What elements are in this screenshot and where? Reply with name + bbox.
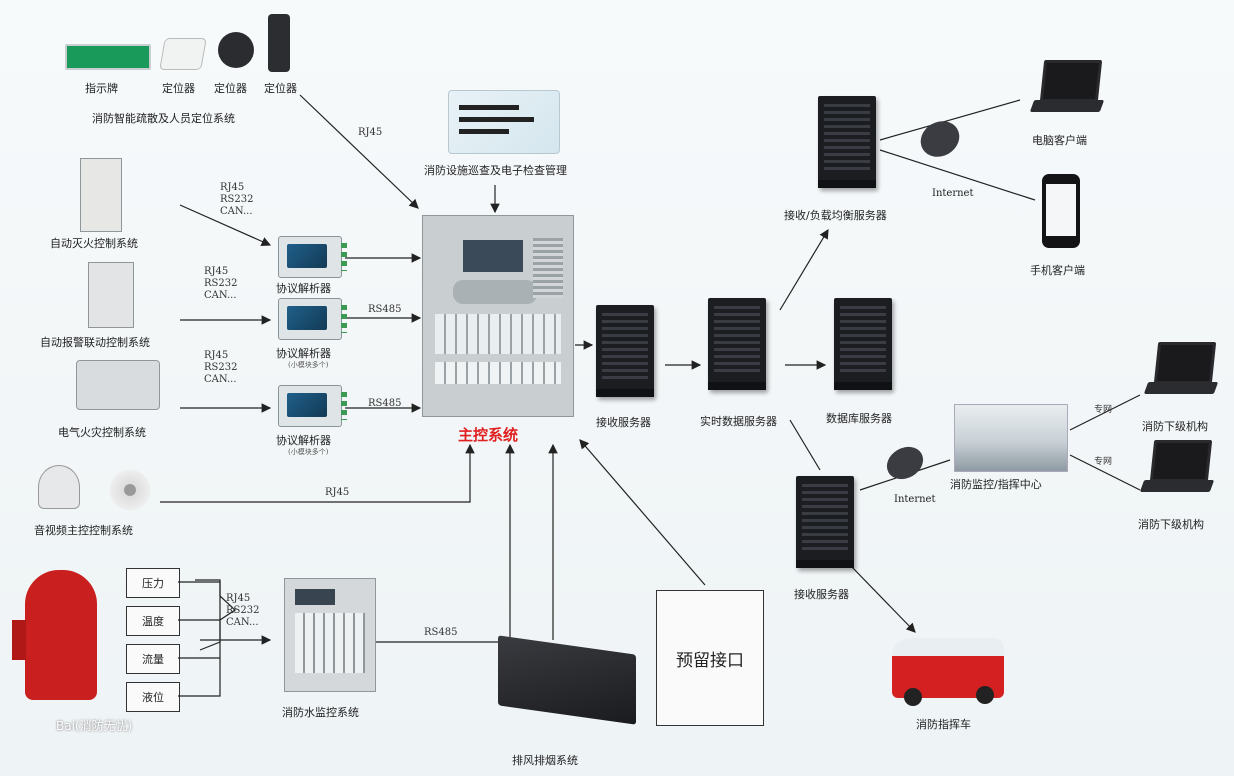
sensor-box-flow: 流量 <box>126 644 180 674</box>
dispatch-center-label: 消防监控/指挥中心 <box>950 478 1042 491</box>
indicator-label: 指示牌 <box>85 82 118 95</box>
lower-org-label-2: 消防下级机构 <box>1138 518 1204 531</box>
load-balance-server <box>818 96 876 188</box>
mobile-client-phone <box>1042 174 1080 248</box>
db-server-label: 数据库服务器 <box>826 412 892 425</box>
inspection-card <box>448 90 560 154</box>
database-server <box>834 298 892 390</box>
line-center-to-org1 <box>1069 394 1141 431</box>
protocol-rs485-1: RS485 <box>368 304 402 315</box>
parser-label-1: 协议解析器 <box>276 282 331 295</box>
auto-extinguish-panel <box>80 158 122 232</box>
protocol-group-water: RJ45 RS232 CAN... <box>226 593 260 628</box>
parser-sub-3: (小模块多个) <box>288 448 329 456</box>
fire-water-tank <box>25 570 97 700</box>
video-system-label: 音视频主控控制系统 <box>34 524 133 537</box>
watermark-text: Bai(消防无忧) <box>56 719 133 733</box>
reserved-interface-box: 预留接口 <box>656 590 764 726</box>
pc-client-label: 电脑客户端 <box>1032 134 1087 147</box>
receive-server-2-label: 接收服务器 <box>794 588 849 601</box>
parser-label-2: 协议解析器 <box>276 347 331 360</box>
vehicle-wheel-rear <box>976 686 994 704</box>
parser-label-3: 协议解析器 <box>276 434 331 447</box>
locator-label-2: 定位器 <box>214 82 247 95</box>
sensor-box-pressure: 压力 <box>126 568 180 598</box>
auto-alarm-label: 自动报警联动控制系统 <box>40 336 150 349</box>
indicator-sign <box>65 44 151 70</box>
line-evac-to-main <box>299 94 419 209</box>
locator-label-1: 定位器 <box>162 82 195 95</box>
command-vehicle-label: 消防指挥车 <box>916 718 971 731</box>
pc-client-laptop <box>1029 60 1105 116</box>
realtime-server-label: 实时数据服务器 <box>700 415 777 428</box>
electric-fire-panel <box>76 360 160 410</box>
protocol-group-2: RJ45 RS232 CAN... <box>204 266 238 301</box>
facility-mgmt-label: 消防设施巡查及电子检查管理 <box>424 164 567 177</box>
mobile-client-label: 手机客户端 <box>1030 264 1085 277</box>
protocol-group-1: RJ45 RS232 CAN... <box>220 182 254 217</box>
tank-pipe <box>12 620 26 660</box>
sensor-box-level: 液位 <box>126 682 180 712</box>
line-lb-to-phone <box>879 149 1036 201</box>
sensor-box-temperature: 温度 <box>126 606 180 636</box>
protocol-rj45-top: RJ45 <box>358 127 383 138</box>
line-auto-ext-to-parser <box>179 204 272 246</box>
protocol-wan-2: 专网 <box>1094 457 1113 467</box>
satellite-dish-2 <box>881 440 929 486</box>
protocol-rs485-2: RS485 <box>368 398 402 409</box>
receive-server-2 <box>796 476 854 568</box>
smoke-exhaust-label: 排风排烟系统 <box>512 754 578 767</box>
line-video-to-main <box>160 443 475 503</box>
protocol-parser-1 <box>278 236 347 278</box>
protocol-rj45-video: RJ45 <box>325 487 350 498</box>
protocol-parser-3 <box>278 385 347 427</box>
line-recv2-to-vehicle <box>849 564 916 633</box>
protocol-wan-1: 专网 <box>1094 405 1113 415</box>
lower-org-laptop-2 <box>1139 440 1215 496</box>
auto-alarm-panel <box>88 262 134 328</box>
protocol-group-3: RJ45 RS232 CAN... <box>204 350 238 385</box>
locator-label-3: 定位器 <box>264 82 297 95</box>
locator-radio <box>268 14 290 72</box>
line-lb-to-pc <box>879 99 1021 141</box>
main-control-title: 主控系统 <box>458 426 519 444</box>
internet-label-2: Internet <box>894 494 936 505</box>
electric-fire-label: 电气火灾控制系统 <box>58 426 146 439</box>
receive-server-1-label: 接收服务器 <box>596 416 651 429</box>
locator-watch <box>218 32 254 68</box>
lower-org-laptop-1 <box>1143 342 1219 398</box>
evac-system-label: 消防智能疏散及人员定位系统 <box>92 112 235 125</box>
line-center-to-org2 <box>1069 454 1141 491</box>
camera-icon <box>38 465 80 509</box>
dispatch-center-photo <box>954 404 1068 472</box>
main-control-cabinet <box>422 215 574 417</box>
vehicle-wheel-front <box>904 688 922 706</box>
line-reserved-to-main <box>579 439 706 586</box>
speaker-icon <box>110 470 150 510</box>
protocol-rs485-water: RS485 <box>424 627 458 638</box>
water-monitor-label: 消防水监控系统 <box>282 706 359 719</box>
lower-org-label-1: 消防下级机构 <box>1142 420 1208 433</box>
receive-server-1 <box>596 305 654 397</box>
parser-sub-2: (小模块多个) <box>288 361 329 369</box>
realtime-data-server <box>708 298 766 390</box>
water-monitor-panel <box>284 578 376 692</box>
protocol-parser-2 <box>278 298 347 340</box>
lb-server-label: 接收/负载均衡服务器 <box>784 209 887 222</box>
line-realtime-to-lb <box>779 228 829 311</box>
line-realtime-to-recv2 <box>789 419 821 471</box>
satellite-dish-1 <box>914 114 966 164</box>
auto-extinguish-label: 自动灭火控制系统 <box>50 237 138 250</box>
internet-label-1: Internet <box>932 188 974 199</box>
